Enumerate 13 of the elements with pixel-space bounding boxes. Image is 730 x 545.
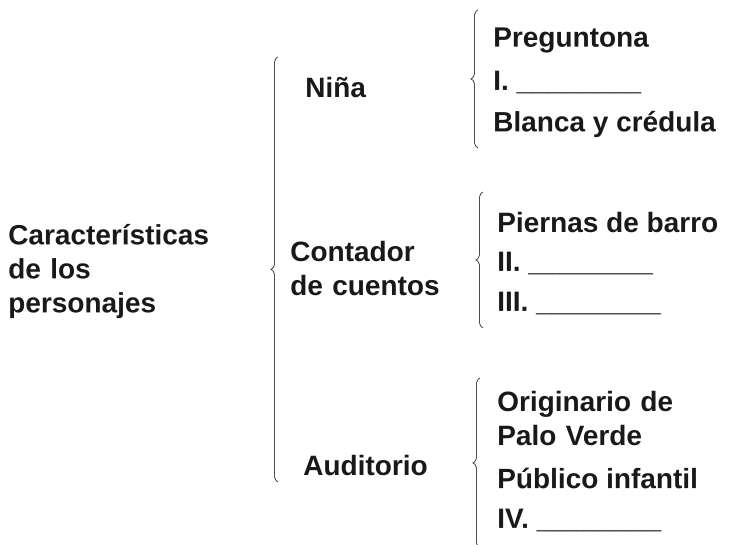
trait-text: Originario de Palo Verde	[498, 390, 672, 446]
trait-text: Piernas de barro	[499, 212, 718, 232]
category-text: Auditorio	[304, 454, 427, 476]
heading-text: Características de los personajes	[9, 224, 208, 318]
blank-item-text: I. ________	[495, 70, 642, 94]
blank-item-text: II. ________	[499, 252, 654, 274]
category-text: Niña	[307, 76, 366, 98]
blank-item-text: III. ________	[499, 292, 661, 314]
trait-text: Preguntona	[495, 27, 649, 53]
category-text: Contador de cuentos	[291, 240, 438, 296]
blank-item-text: IV. ________	[499, 508, 662, 532]
trait-text: Público infantil	[499, 468, 696, 488]
trait-text: Blanca y crédula	[495, 110, 716, 138]
